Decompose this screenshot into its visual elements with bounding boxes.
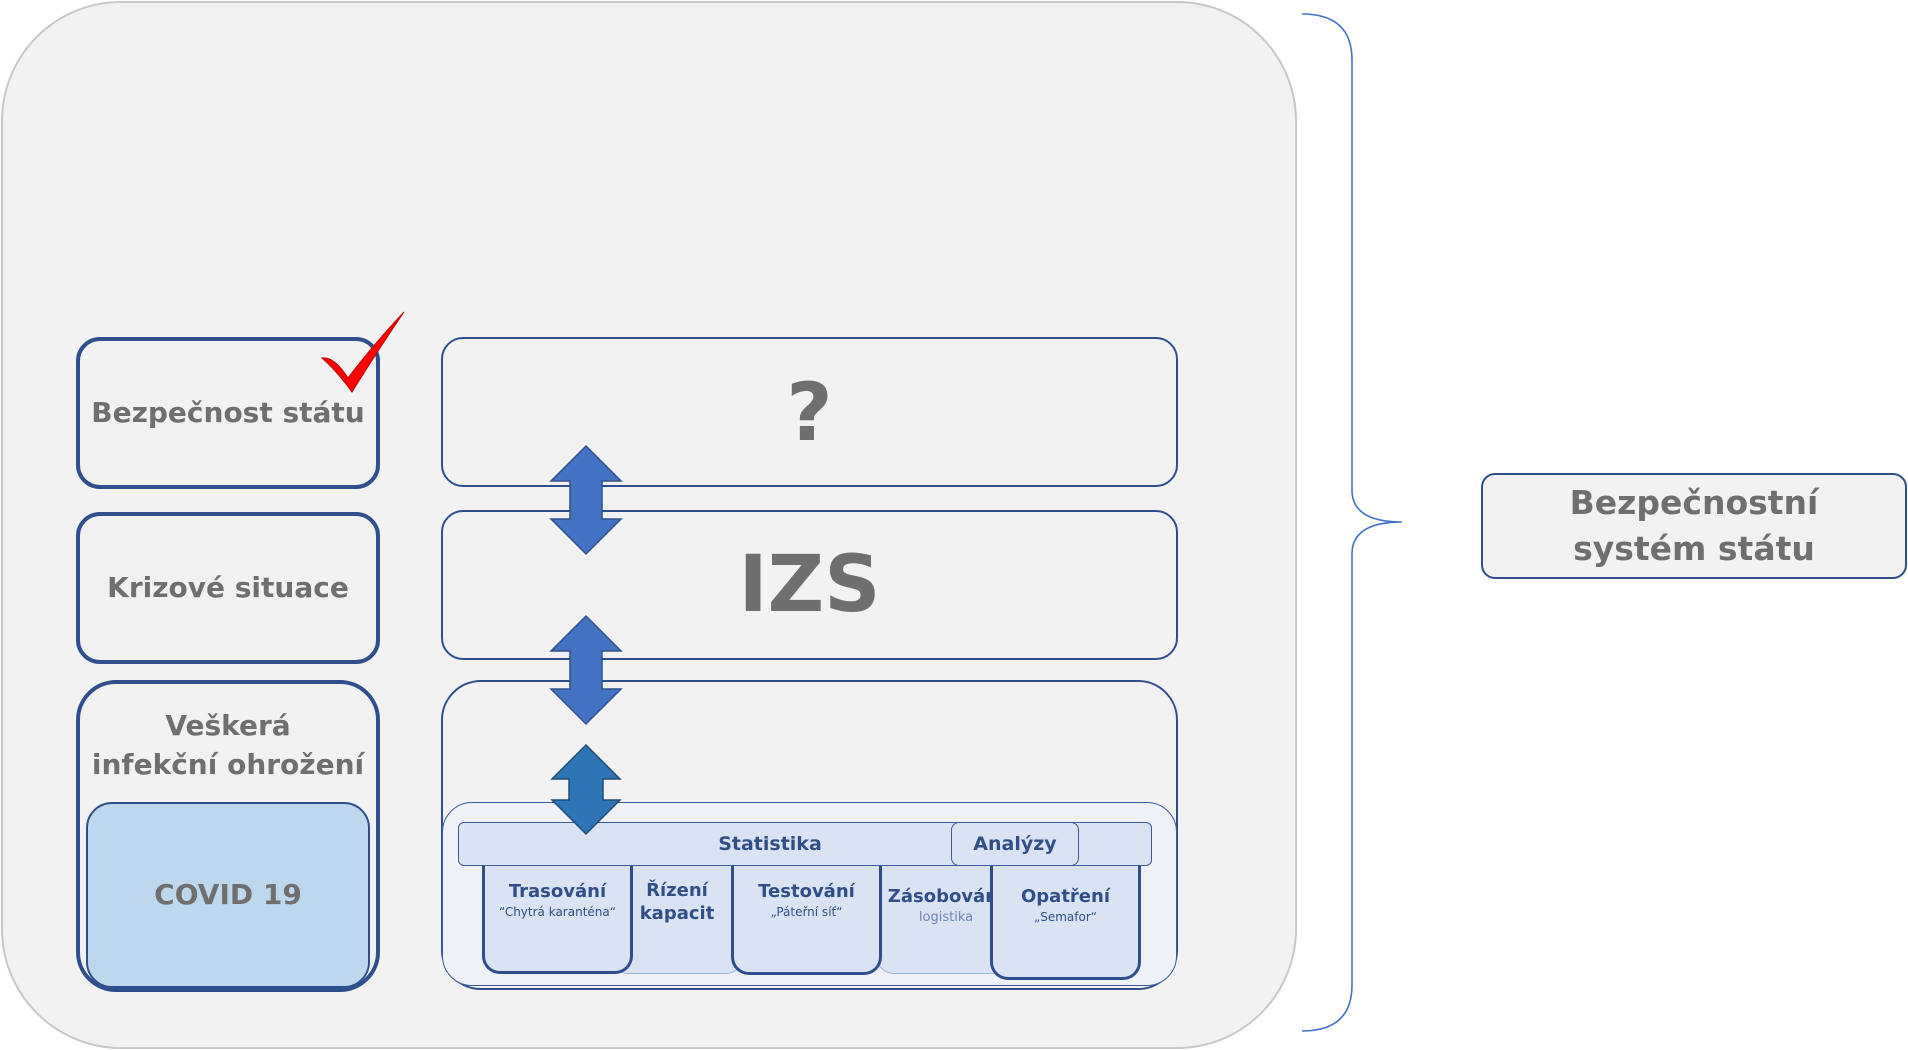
summary-line2: systém státu: [1573, 529, 1815, 568]
box-infekcni-ohrozeni-label: Veškerá infekční ohrožení: [80, 706, 376, 784]
column-trasovani-sub: “Chytrá karanténa“: [499, 905, 616, 920]
double-arrow-small-icon: [550, 743, 622, 836]
box-infekcni-ohrozeni: Veškerá infekční ohrožení COVID 19: [76, 680, 380, 992]
right-brace-icon: [1301, 13, 1403, 1032]
column-testovani-sub: „Páteřní síť“: [770, 905, 843, 920]
column-rizeni-label-line1: Řízení: [646, 880, 708, 901]
layer-top-label: ?: [786, 365, 833, 459]
column-testovani: Testování „Páteřní síť“: [731, 865, 882, 975]
layer-top: ?: [441, 337, 1178, 487]
summary-line1: Bezpečnostní: [1569, 482, 1819, 522]
double-arrow-icon: [549, 614, 623, 726]
column-trasovani-label: Trasování: [508, 881, 607, 902]
covid-box: COVID 19: [86, 802, 370, 988]
box-krizove-situace-label: Krizové situace: [107, 571, 349, 605]
statistika-label: Statistika: [718, 833, 822, 855]
layer-izs: IZS: [441, 510, 1178, 660]
column-rizeni-label-line2: kapacit: [639, 903, 715, 925]
column-testovani-label: Testování: [758, 881, 855, 902]
analyzy-label: Analýzy: [973, 833, 1057, 855]
column-zasobovani-label: Zásobování: [887, 886, 1005, 907]
layer-izs-label: IZS: [738, 540, 881, 630]
column-opatreni-label: Opatření: [1020, 886, 1110, 907]
column-opatreni: Opatření „Semafor“: [990, 865, 1141, 980]
box-krizove-situace: Krizové situace: [76, 512, 380, 664]
check-mark-icon: [320, 311, 405, 393]
analyzy-box: Analýzy: [951, 822, 1079, 866]
double-arrow-icon: [549, 444, 623, 556]
column-trasovani: Trasování “Chytrá karanténa“: [482, 865, 633, 974]
covid-label: COVID 19: [154, 878, 302, 912]
column-opatreni-sub: „Semafor“: [1034, 910, 1097, 925]
infekcni-label-line2: infekční ohrožení: [91, 748, 365, 782]
box-bezpecnost-statu-label: Bezpečnost státu: [91, 396, 365, 430]
infekcni-label-line1: Veškerá: [165, 709, 291, 742]
column-zasobovani-sub: logistika: [918, 910, 974, 926]
summary-box: Bezpečnostní systém státu: [1481, 473, 1907, 579]
